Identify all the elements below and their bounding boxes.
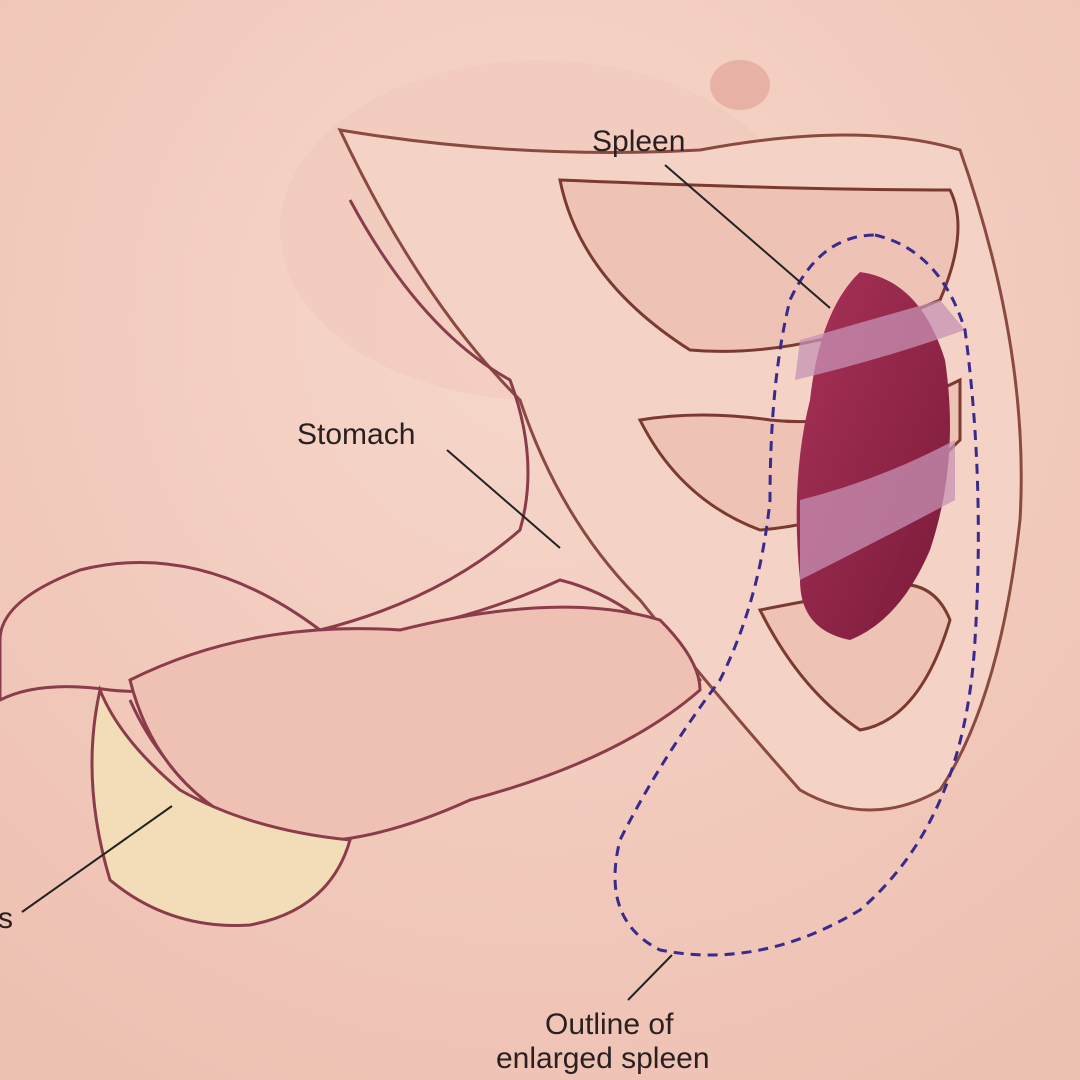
pancreas-organ	[90, 684, 352, 927]
pancreas-leader-line	[21, 805, 173, 913]
label-stomach: Stomach	[297, 418, 416, 451]
nipple	[710, 60, 770, 110]
outline-leader-line	[627, 954, 673, 1001]
label-outline-line1: Outline of	[545, 1008, 674, 1041]
stomach-leader-line	[446, 449, 561, 549]
label-spleen: Spleen	[592, 125, 686, 158]
label-outline-line2: enlarged spleen	[496, 1042, 710, 1075]
spleen-leader-line	[664, 164, 831, 309]
label-pancreas-partial: s	[0, 902, 13, 935]
enlarged-spleen-outline	[613, 233, 980, 957]
